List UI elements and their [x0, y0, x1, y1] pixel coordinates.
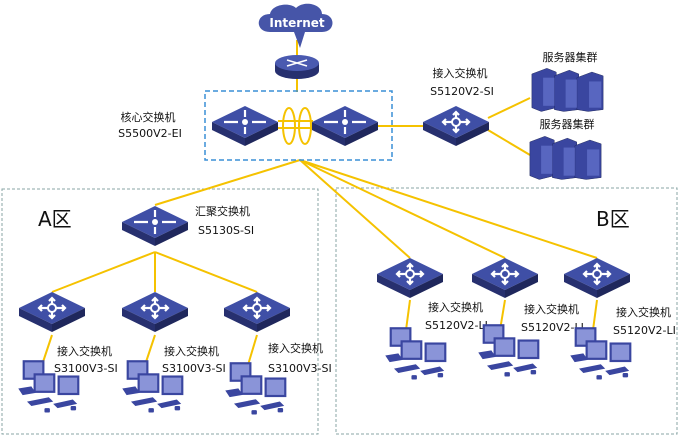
- access-a2-name: 接入交换机: [164, 344, 219, 358]
- access-a1-name: 接入交换机: [57, 344, 112, 358]
- link-access-servers: [487, 97, 531, 119]
- access-switch-b1-icon: [375, 256, 445, 300]
- link-a2-pcs: [144, 334, 156, 366]
- zone-a-title: A区: [38, 207, 72, 231]
- access-a1-model: S3100V3-SI: [54, 362, 118, 375]
- zone-b-title: B区: [596, 207, 630, 231]
- core-name: 核心交换机: [121, 110, 176, 124]
- access-b3-model: S5120V2-LI: [613, 324, 676, 337]
- server-cluster-label: 服务器集群: [540, 117, 595, 131]
- zone-a-box: [1, 188, 319, 435]
- pc-group-icon: [385, 327, 447, 380]
- aggregation-model: S5130S-SI: [198, 224, 254, 237]
- link-agg-a3: [154, 251, 258, 293]
- server-access-name: 接入交换机: [433, 66, 488, 80]
- link-a1-pcs: [41, 334, 53, 366]
- access-a3-name: 接入交换机: [268, 341, 323, 355]
- aggregation-switch-icon: [120, 204, 190, 248]
- link-access-servers: [487, 129, 531, 156]
- link-agg-a1: [51, 251, 156, 293]
- access-a3-model: S3100V3-SI: [268, 362, 332, 375]
- internet-cloud-icon: Internet: [258, 3, 333, 49]
- access-switch-a3-icon: [222, 290, 292, 334]
- irf-link-icon: [282, 107, 296, 145]
- access-a2-model: S3100V3-SI: [162, 362, 226, 375]
- links: [41, 40, 598, 366]
- server-access-model: S5120V2-SI: [430, 85, 494, 98]
- access-b2-model: S5120V2-LI: [521, 321, 584, 334]
- aggregation-name: 汇聚交换机: [195, 204, 250, 218]
- link-b3-pcs: [592, 299, 598, 331]
- core-model: S5500V2-EI: [118, 127, 182, 140]
- server-access-switch-icon: [421, 104, 491, 148]
- access-switch-a2-icon: [120, 290, 190, 334]
- access-b2-name: 接入交换机: [524, 302, 579, 316]
- server-cluster-icon: [531, 67, 604, 112]
- core-switch-2-icon: [310, 104, 380, 148]
- core-switch-1-icon: [210, 104, 280, 148]
- link-core-b1: [299, 159, 411, 259]
- access-b1-model: S5120V2-LI: [425, 319, 488, 332]
- link-a3-pcs: [247, 334, 258, 366]
- link-b1-pcs: [405, 299, 411, 331]
- server-cluster-label: 服务器集群: [543, 50, 598, 64]
- access-switch-a1-icon: [17, 290, 87, 334]
- link-core-b3: [299, 159, 598, 259]
- irf-link-icon: [298, 107, 312, 145]
- access-b1-name: 接入交换机: [428, 300, 483, 314]
- access-switch-b3-icon: [562, 256, 632, 300]
- zone-b-box: [335, 187, 678, 435]
- server-cluster-icon: [529, 135, 602, 180]
- link-core-b2: [299, 159, 506, 259]
- link-core-aggregation: [154, 159, 301, 206]
- router-icon: [275, 55, 319, 79]
- access-b3-name: 接入交换机: [616, 305, 671, 319]
- internet-label: Internet: [269, 16, 324, 30]
- access-switch-b2-icon: [470, 256, 540, 300]
